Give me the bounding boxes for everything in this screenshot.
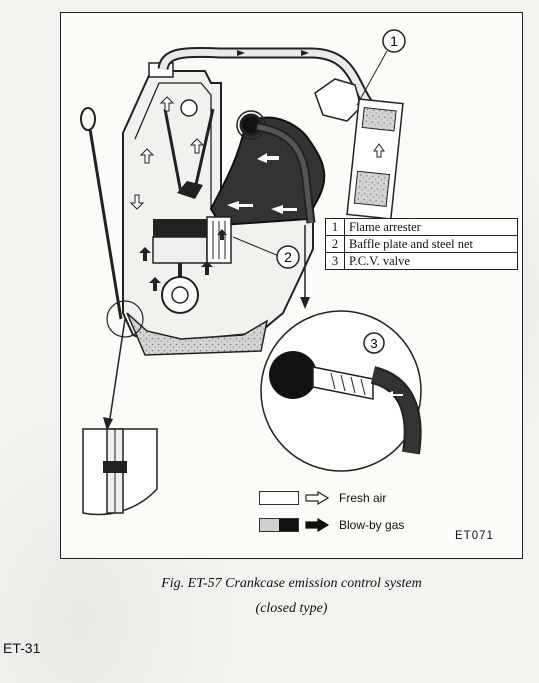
fresh-air-label: Fresh air — [339, 491, 387, 505]
legend-row-2: 2 Baffle plate and steel net — [325, 235, 518, 253]
baffle-plate — [206, 216, 232, 264]
callout-2: 2 — [276, 245, 300, 269]
dipstick — [80, 107, 123, 320]
fresh-air-swatch — [259, 491, 299, 505]
page-number: ET-31 — [3, 640, 41, 656]
callout-1-label: 1 — [390, 33, 398, 49]
figure-code: ET071 — [455, 530, 494, 542]
legend-row-1: 1 Flame arrester — [325, 218, 518, 236]
legend-label-3: P.C.V. valve — [344, 252, 518, 270]
figure-frame: 1 2 3 1 Flame arrester 2 Baffle plate an… — [60, 12, 523, 559]
blow-by-arrow-icon — [305, 518, 329, 532]
legend-number-1: 1 — [325, 218, 345, 236]
dipstick-detail-view — [82, 428, 158, 516]
figure-caption-line-2: (closed type) — [255, 601, 328, 616]
blow-by-hose — [256, 122, 316, 224]
fresh-air-arrow-icon — [305, 491, 329, 505]
legend-table: 1 Flame arrester 2 Baffle plate and stee… — [325, 218, 518, 270]
callout-3: 3 — [363, 332, 385, 354]
fresh-air-hose — [157, 46, 383, 118]
figure-caption-line-1: Fig. ET-57 Crankcase emission control sy… — [161, 576, 422, 591]
blow-by-label: Blow-by gas — [339, 518, 405, 532]
legend-number-3: 3 — [325, 252, 345, 270]
blow-by-key: Blow-by gas — [259, 518, 404, 532]
legend-number-2: 2 — [325, 235, 345, 253]
air-cleaner — [314, 78, 404, 220]
blow-by-swatch — [259, 518, 299, 532]
callout-3-label: 3 — [370, 336, 377, 351]
fresh-air-key: Fresh air — [259, 491, 386, 505]
crankcase-emission-diagram: 1 2 3 — [80, 29, 422, 516]
callout-1: 1 — [382, 29, 406, 53]
legend-row-3: 3 P.C.V. valve — [325, 252, 518, 270]
leader-line-2 — [232, 236, 280, 257]
legend-label-2: Baffle plate and steel net — [344, 235, 518, 253]
leader-line-1 — [356, 50, 388, 106]
callout-2-label: 2 — [284, 249, 292, 265]
legend-label-1: Flame arrester — [344, 218, 518, 236]
pcv-detail-view — [260, 310, 422, 472]
detail-pointer-arrows — [103, 225, 310, 431]
